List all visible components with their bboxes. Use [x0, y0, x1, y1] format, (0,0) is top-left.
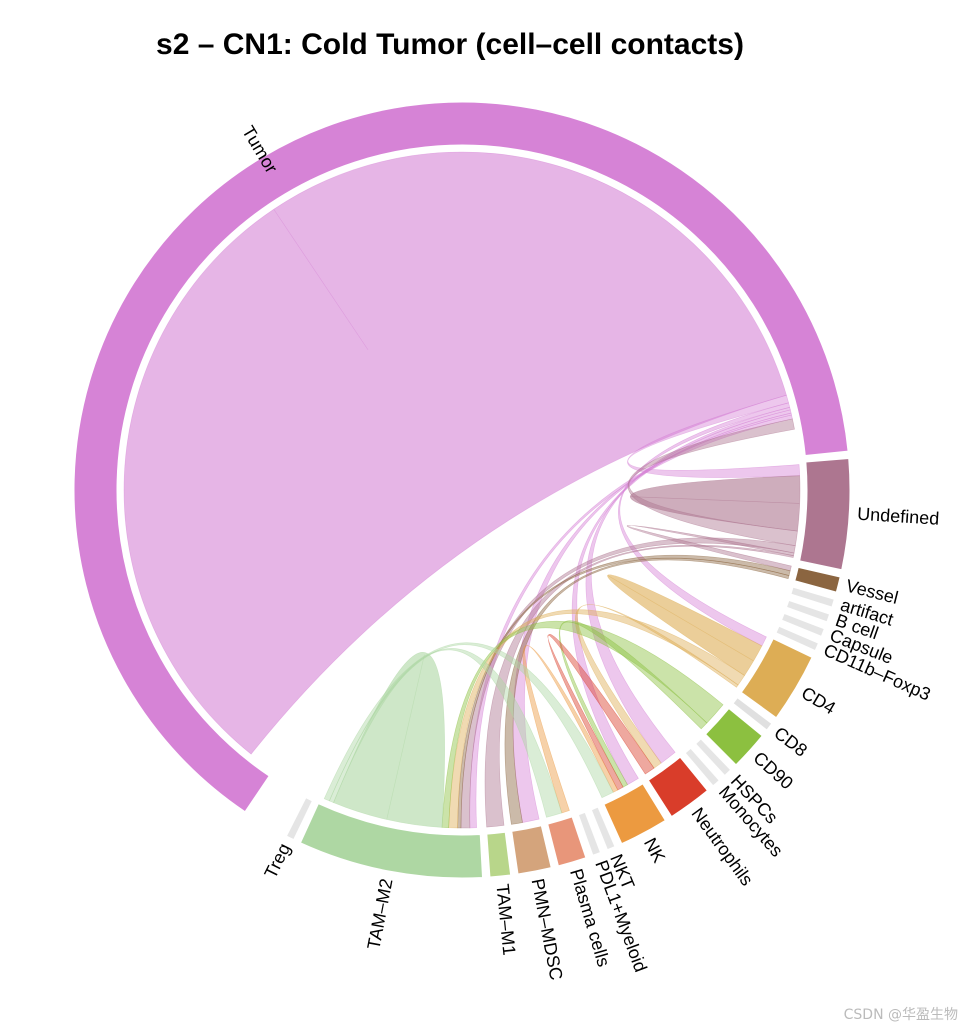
link-undefined-tam-m1	[484, 544, 794, 828]
sector-nk	[603, 783, 667, 845]
sector-cd90	[704, 707, 763, 766]
watermark: CSDN @华盈生物	[843, 1007, 958, 1023]
sector-pdl1-myeloid	[577, 811, 602, 856]
link-tam-m2-nk	[323, 642, 614, 802]
link-undefined-vessel	[626, 524, 795, 572]
link-cd4-neutrophils	[575, 604, 739, 769]
sector-label-cd4: CD4	[798, 683, 839, 719]
sector-label-treg: Treg	[260, 840, 294, 881]
link-cd4-cd4	[607, 574, 763, 676]
link-undefined-tam-m2	[460, 537, 796, 829]
sector-artifact	[790, 586, 835, 608]
link-undefined-undefined	[629, 475, 801, 532]
sector-capsule	[780, 612, 825, 637]
sector-tumor	[73, 101, 849, 813]
sector-neutrophils	[647, 756, 709, 818]
link-tumor-tumor	[123, 151, 787, 755]
sectors-layer	[73, 101, 851, 879]
sector-vessel	[794, 566, 841, 593]
link-tumor-undefined	[627, 394, 801, 478]
sector-cd11b-foxp3	[775, 625, 820, 652]
link-tam-m2-tam-m2	[333, 651, 445, 828]
chart-title: s2 – CN1: Cold Tumor (cell–cell contacts…	[156, 28, 744, 61]
links-layer	[123, 151, 801, 829]
sector-label-cd8: CD8	[770, 723, 811, 761]
sector-tam-m1	[486, 831, 512, 878]
link-tumor-pmn-mdsc	[512, 412, 792, 823]
link-cd4-tam-m2	[448, 609, 745, 829]
sector-b-cell	[785, 599, 831, 623]
sector-undefined	[799, 458, 851, 571]
sector-label-nk: NK	[640, 835, 669, 866]
sector-label-undefined: Undefined	[857, 504, 940, 529]
sector-nkt	[590, 806, 616, 851]
sector-tam-m2	[299, 803, 484, 879]
sector-label-tam-m1: TAM–M1	[492, 883, 519, 956]
sector-label-pmn-mdsc: PMN–MDSC	[528, 877, 567, 982]
link-cd90-nk	[558, 620, 708, 788]
sector-hspcs	[694, 738, 732, 777]
link-neutrophils-nk	[547, 634, 655, 791]
link-cd90-tam-m2	[441, 621, 724, 829]
link-undefined-tumor	[627, 418, 798, 547]
link-vessel-pmn-mdsc	[504, 557, 790, 825]
sector-label-tam-m2: TAM–M2	[363, 877, 396, 951]
link-tumor-tam-m2	[469, 414, 793, 829]
sector-plasma-cells	[547, 816, 587, 867]
link-nk-plasma-cells	[522, 645, 619, 814]
sector-treg	[285, 796, 314, 841]
sector-cd8	[732, 697, 773, 731]
sector-monocytes	[684, 747, 720, 787]
sector-cd4	[740, 638, 813, 719]
sector-pmn-mdsc	[511, 825, 552, 875]
